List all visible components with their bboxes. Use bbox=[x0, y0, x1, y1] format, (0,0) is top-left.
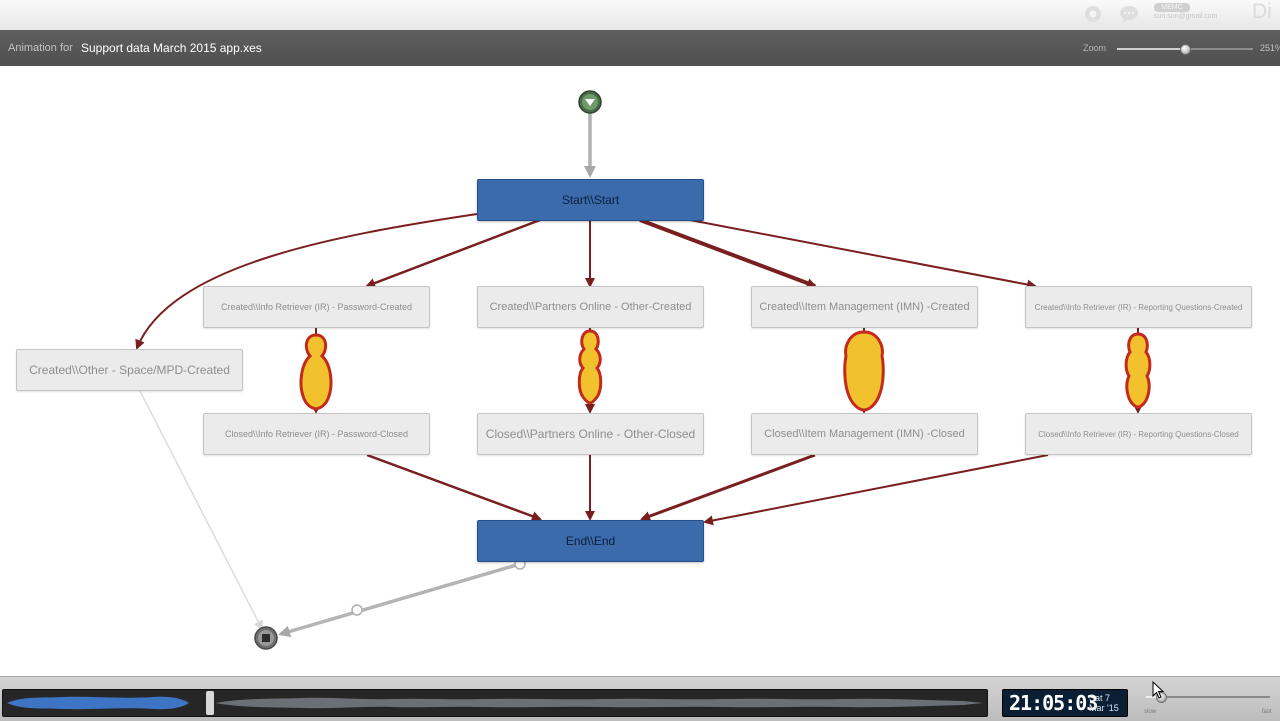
stop-icon[interactable] bbox=[254, 626, 278, 650]
clock-date: Mar '15 bbox=[1089, 703, 1119, 713]
activity-node-start[interactable]: Start\\Start bbox=[477, 179, 704, 221]
speed-slider-handle[interactable] bbox=[1155, 692, 1167, 703]
animation-clock: 21:05:03 Sat 7 Mar '15 bbox=[1002, 689, 1128, 717]
edge-ir-rq-closed-end bbox=[703, 454, 1049, 526]
animation-for-label: Animation for bbox=[8, 42, 73, 54]
clock-time: 21:05:03 bbox=[1009, 691, 1098, 715]
token-flow-ir-rq bbox=[1124, 332, 1152, 409]
speed-slider[interactable] bbox=[1146, 692, 1270, 703]
speed-fast-label: fast bbox=[1262, 709, 1272, 715]
activity-node-other-created[interactable]: Created\\Other - Space/MPD-Created bbox=[16, 349, 243, 391]
activity-node-item-management-created[interactable]: Created\\Item Management (IMN) -Created bbox=[751, 286, 978, 328]
timeline-track[interactable] bbox=[2, 689, 988, 717]
brand-logo-text: Di bbox=[1252, 0, 1272, 23]
speed-slider-fill bbox=[1146, 696, 1161, 698]
edge-start-imn-created bbox=[639, 218, 817, 288]
zoom-value: 251% bbox=[1260, 43, 1280, 53]
activity-node-ir-password-created[interactable]: Created\\Info Retriever (IR) - Password-… bbox=[203, 286, 430, 328]
zoom-slider-handle[interactable] bbox=[1180, 44, 1191, 55]
zoom-slider-fill bbox=[1117, 48, 1185, 50]
animation-header: Animation for Support data March 2015 ap… bbox=[0, 30, 1280, 66]
edge-end-sink bbox=[278, 562, 521, 638]
activity-node-partners-online-closed[interactable]: Closed\\Partners Online - Other-Closed bbox=[477, 413, 704, 455]
animation-footer: 21:05:03 Sat 7 Mar '15 slow fast bbox=[0, 676, 1280, 721]
speed-slow-label: slow bbox=[1144, 709, 1157, 715]
edge-imn-closed-end bbox=[640, 453, 816, 521]
case-density-waveform bbox=[7, 696, 983, 710]
zoom-slider[interactable] bbox=[1117, 44, 1253, 55]
process-map-edges bbox=[135, 90, 1152, 650]
top-bar: MEMC suri.sun@gmail.com Di bbox=[0, 0, 1280, 31]
token-flow-imn bbox=[843, 330, 885, 412]
edge-start-other-created bbox=[135, 213, 478, 350]
zoom-label: Zoom bbox=[1083, 43, 1107, 53]
activity-node-ir-password-closed[interactable]: Closed\\Info Retriever (IR) - Password-C… bbox=[203, 413, 430, 455]
speech-bubble-icon[interactable] bbox=[1119, 4, 1139, 24]
gear-icon[interactable] bbox=[1083, 4, 1103, 24]
user-email[interactable]: suri.sun@gmail.com bbox=[1154, 13, 1218, 20]
edge-start-ir-pw-created bbox=[365, 218, 541, 288]
mouse-cursor-icon bbox=[1152, 681, 1164, 699]
process-map-canvas[interactable]: Start\\Start Created\\Other - Space/MPD-… bbox=[0, 66, 1280, 676]
edge-ir-pw-closed-end bbox=[366, 453, 542, 521]
activity-node-ir-reporting-closed[interactable]: Closed\\Info Retriever (IR) - Reporting … bbox=[1025, 413, 1252, 455]
activity-node-partners-online-created[interactable]: Created\\Partners Online - Other-Created bbox=[477, 286, 704, 328]
token-flow-ir-pw bbox=[299, 333, 333, 411]
token-flow-po bbox=[577, 329, 603, 405]
edge-other-created-sink bbox=[139, 390, 263, 631]
activity-node-ir-reporting-created[interactable]: Created\\Info Retriever (IR) - Reporting… bbox=[1025, 286, 1252, 328]
edge-start-ir-rq-created bbox=[689, 219, 1037, 290]
play-down-icon[interactable] bbox=[578, 90, 602, 114]
clock-day: Sat 7 bbox=[1089, 693, 1111, 703]
token-marker bbox=[351, 604, 363, 616]
user-badge[interactable]: MEMC bbox=[1154, 3, 1190, 12]
timeline-playhead[interactable] bbox=[205, 691, 214, 715]
activity-node-end[interactable]: End\\End bbox=[477, 520, 704, 562]
log-file-name: Support data March 2015 app.xes bbox=[81, 41, 262, 55]
activity-node-item-management-closed[interactable]: Closed\\Item Management (IMN) -Closed bbox=[751, 413, 978, 455]
